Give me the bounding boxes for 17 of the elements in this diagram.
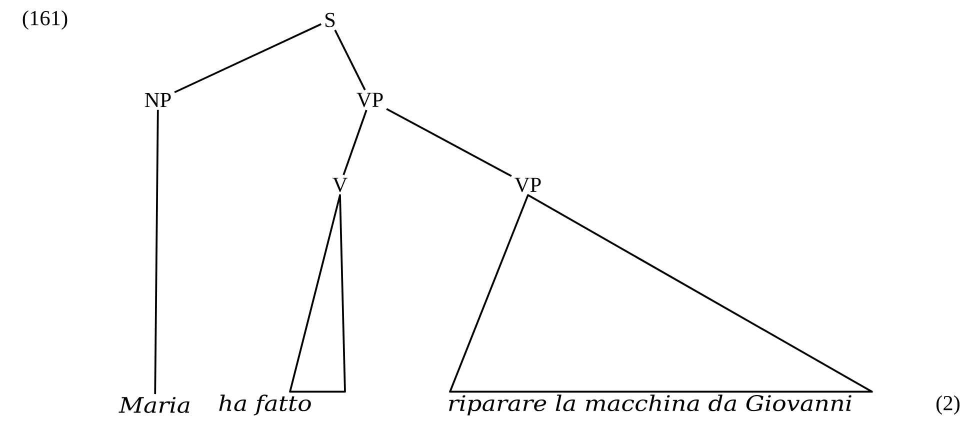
roof-triangle <box>289 194 346 393</box>
word-label: ha fatto <box>219 394 311 416</box>
example-number: (161) <box>22 10 68 30</box>
roof-triangle <box>449 194 873 393</box>
category-label: VP <box>514 178 541 192</box>
word-label: riparare la macchina da Giovanni <box>449 394 852 416</box>
tree-branch <box>386 108 512 177</box>
category-label: S <box>326 12 335 28</box>
tree-branch <box>334 30 366 90</box>
category-label: VP <box>356 92 383 108</box>
category-label: V <box>332 178 348 192</box>
tree-branch <box>174 23 322 94</box>
category-label: NP <box>144 93 171 107</box>
tree-branch <box>154 110 159 394</box>
word-label: Maria <box>118 397 190 413</box>
tree-branch <box>342 110 368 176</box>
example-number: (2) <box>936 395 960 415</box>
